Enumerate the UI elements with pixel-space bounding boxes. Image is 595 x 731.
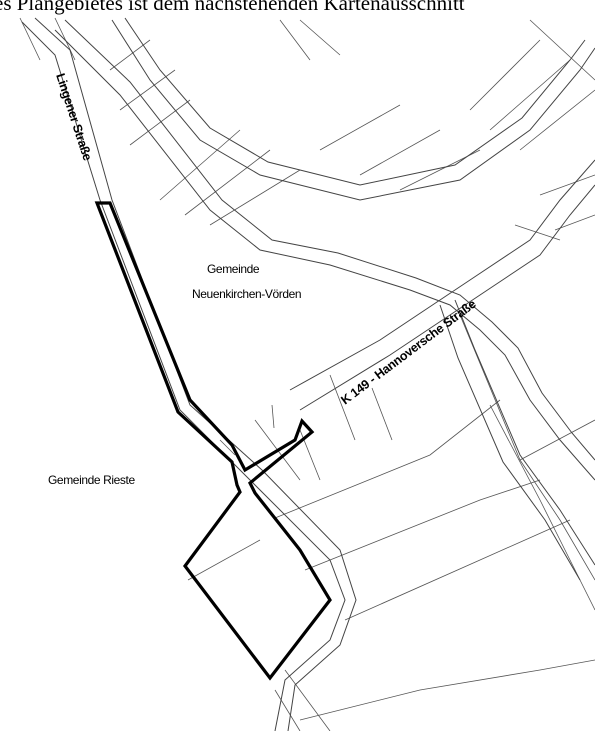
municipality-label-neuenkirchen-line2: Neuenkirchen-Vörden (192, 287, 301, 301)
road-lines (21, 17, 595, 731)
header-text: es Plangebietes ist dem nachstehenden Ka… (0, 0, 465, 15)
parcel-lines (19, 17, 595, 731)
street-label-k149: K 149 - Hannoversche Straße (338, 297, 478, 408)
municipality-label-neuenkirchen-line1: Gemeinde (207, 262, 260, 276)
municipality-label-rieste: Gemeinde Rieste (48, 473, 135, 487)
plan-area-boundary (94, 201, 332, 681)
